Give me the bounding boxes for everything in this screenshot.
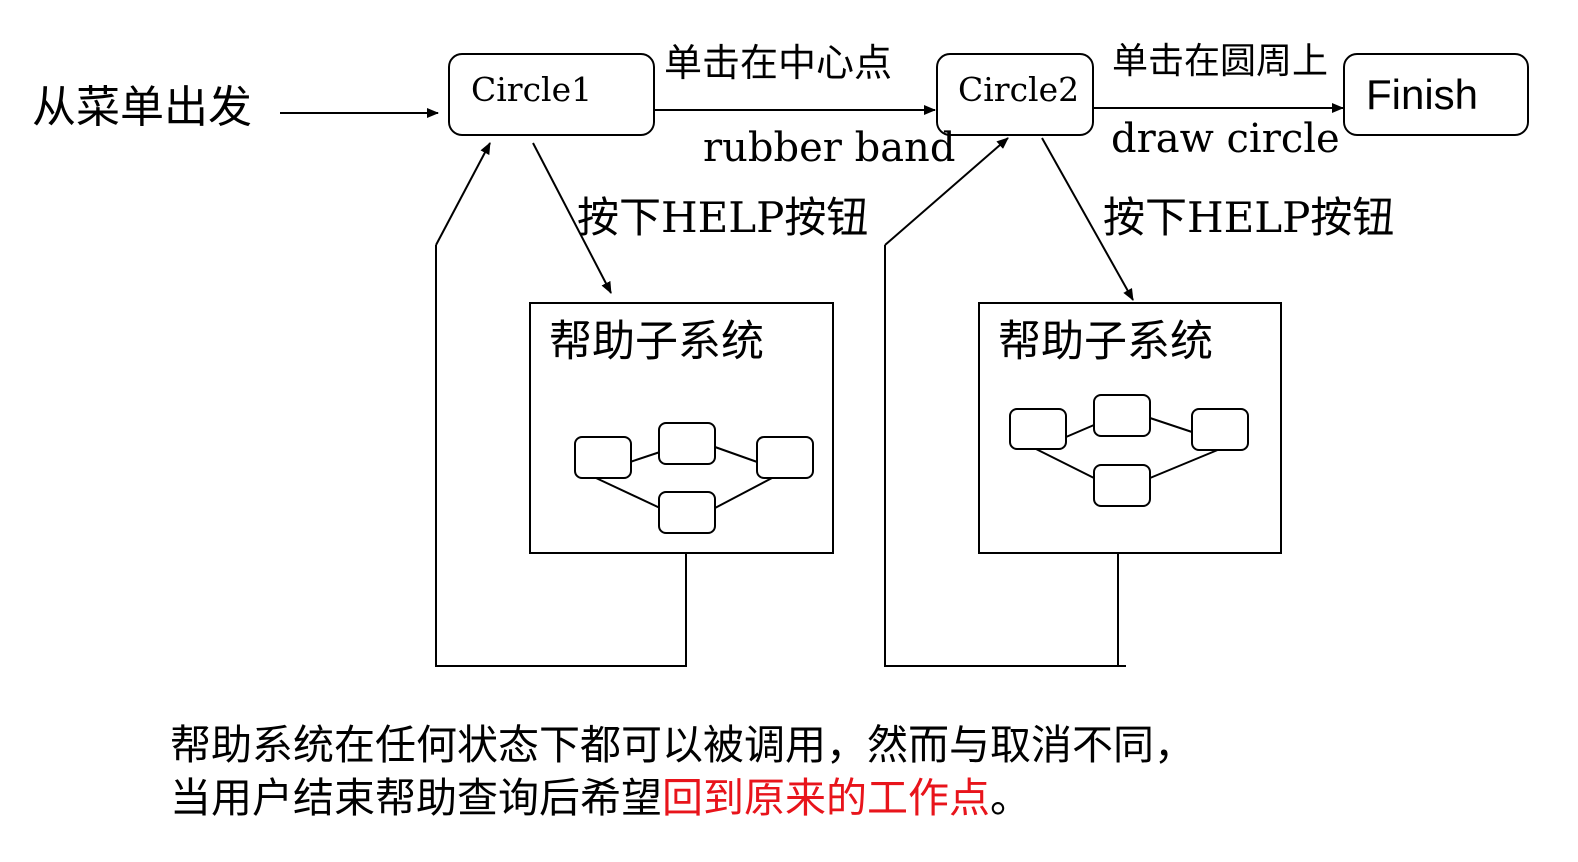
return-arrow-2 [884, 137, 1009, 246]
transition-c2-finish-bottom: draw circle [1111, 116, 1340, 162]
transition-help2: 按下HELP按钮 [1103, 193, 1395, 242]
arrow-circle1-to-help1 [532, 142, 612, 294]
return-arrow-1 [435, 142, 491, 246]
state-finish: Finish [1343, 53, 1529, 136]
help-subsystem-left-title: 帮助子系统 [549, 317, 764, 367]
caption-line-2-text: 当用户结束帮助查询后希望 [170, 774, 662, 822]
help-subsystem-right: 帮助子系统 [978, 302, 1282, 554]
caption-line-2-end: 。 [990, 774, 1031, 822]
return-path-2 [884, 245, 1119, 667]
state-circle2-label: Circle2 [958, 70, 1080, 109]
state-circle2: Circle2 [936, 53, 1094, 136]
caption-line-1: 帮助系统在任何状态下都可以被调用，然而与取消不同， [170, 725, 1195, 766]
state-circle1: Circle1 [448, 53, 655, 136]
caption-line-1-text: 帮助系统在任何状态下都可以被调用，然而与取消不同， [170, 721, 1195, 769]
state-finish-label: Finish [1366, 71, 1479, 118]
help-subsystem-right-title: 帮助子系统 [998, 317, 1213, 367]
transition-help1: 按下HELP按钮 [577, 193, 869, 242]
entry-label: 从菜单出发 [32, 82, 252, 133]
arrow-circle2-to-help2 [1041, 137, 1134, 301]
caption-line-2: 当用户结束帮助查询后希望回到原来的工作点。 [170, 778, 1031, 819]
caption-highlight-text: 回到原来的工作点 [662, 774, 990, 822]
help-subsystem-left: 帮助子系统 [529, 302, 834, 554]
state-circle1-label: Circle1 [471, 70, 593, 109]
transition-c1-c2-top: 单击在中心点 [664, 41, 893, 85]
return-path-1 [435, 245, 687, 667]
transition-c1-c2-bottom: rubber band [703, 125, 956, 171]
transition-c2-finish-top: 单击在圆周上 [1112, 41, 1329, 82]
